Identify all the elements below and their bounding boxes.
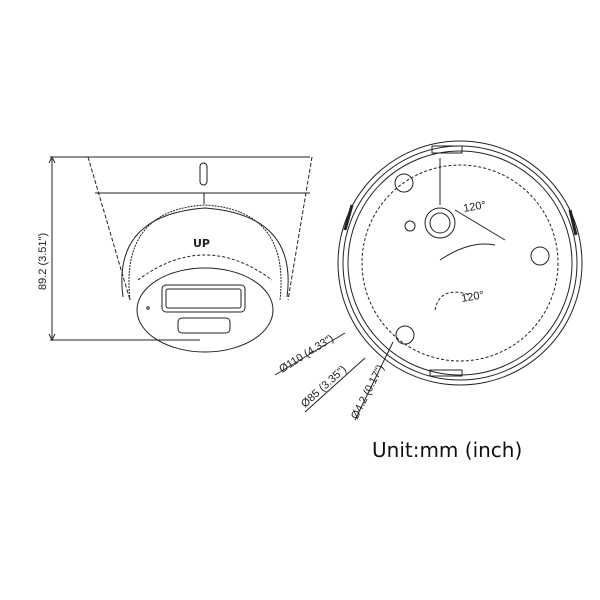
mount-ring bbox=[361, 164, 559, 362]
unit-label: Unit:mm (inch) bbox=[372, 438, 523, 462]
angle-label: 120° bbox=[462, 199, 487, 215]
housing-outline bbox=[87, 156, 313, 301]
front-face bbox=[136, 267, 274, 353]
ir-window bbox=[177, 317, 231, 334]
up-arc bbox=[137, 254, 273, 281]
lens-window bbox=[161, 284, 246, 313]
angle-label: 120° bbox=[460, 289, 485, 305]
screw-hole bbox=[395, 325, 415, 345]
reset-button-icon bbox=[404, 220, 416, 232]
height-label: 89.2 (3.51") bbox=[37, 233, 49, 290]
side-view bbox=[48, 155, 313, 353]
angle-lines bbox=[439, 158, 506, 261]
indicator-slot bbox=[199, 162, 208, 186]
lens-inner bbox=[429, 212, 451, 234]
ring-3 bbox=[347, 150, 573, 376]
leader-outer bbox=[274, 332, 346, 376]
bottom-latch bbox=[429, 369, 463, 377]
up-label: UP bbox=[193, 237, 210, 250]
dimension-arrows bbox=[48, 155, 56, 342]
screw-hole bbox=[530, 246, 550, 266]
angle-arc bbox=[434, 291, 471, 311]
outer-ring bbox=[337, 140, 583, 386]
sensor-dot bbox=[146, 306, 150, 310]
top-view bbox=[274, 140, 583, 421]
hole-diameter-label: Ø4.2 (0.17") bbox=[349, 363, 387, 422]
leader-hole bbox=[354, 341, 394, 421]
screw-hole bbox=[394, 173, 414, 193]
leader-mount bbox=[304, 357, 366, 413]
top-latch bbox=[431, 145, 463, 154]
ring-2 bbox=[342, 145, 578, 381]
mount-diameter-label: Ø85 (3.35") bbox=[299, 364, 349, 411]
outer-diameter-label: Ø110 (4.33") bbox=[277, 333, 336, 376]
dome-outline bbox=[128, 204, 282, 301]
lens-circle bbox=[424, 207, 456, 239]
dome-rim bbox=[121, 207, 289, 298]
lens-window-inner bbox=[165, 288, 242, 309]
side-grips bbox=[343, 204, 578, 236]
